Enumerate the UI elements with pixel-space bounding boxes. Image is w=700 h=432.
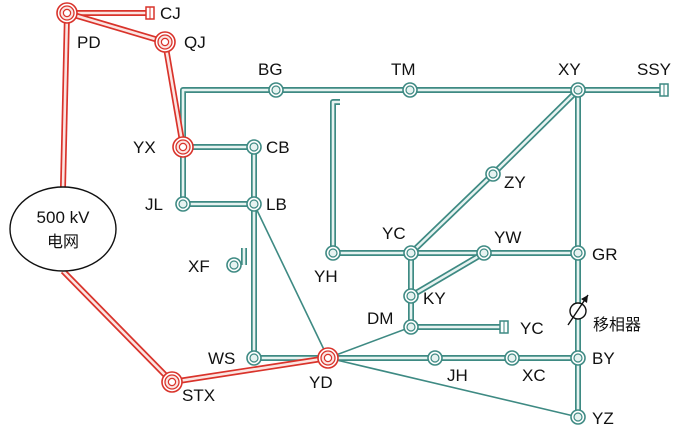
node-label-yc2: YC [520, 319, 544, 338]
grid-line-0 [180, 87, 276, 147]
node-label-xy: XY [558, 60, 581, 79]
node-jl[interactable] [175, 196, 191, 212]
grid-source-ellipse: 500 kV 电网 [9, 186, 117, 272]
substation-nodes [56, 2, 669, 425]
phase-shifter-device [567, 294, 589, 326]
node-ws[interactable] [246, 350, 262, 366]
node-ky[interactable] [403, 288, 419, 304]
node-lb[interactable] [246, 196, 262, 212]
node-label-yz: YZ [592, 409, 614, 428]
node-yz[interactable] [570, 409, 586, 425]
node-label-jl: JL [145, 195, 163, 214]
node-pd[interactable] [56, 2, 78, 24]
node-label-xf: XF [188, 257, 210, 276]
node-label-lb: LB [266, 195, 287, 214]
node-label-stx: STX [182, 386, 215, 405]
node-yc2[interactable] [499, 320, 509, 334]
node-gr[interactable] [570, 245, 586, 261]
grid-line-16 [490, 87, 581, 177]
node-qj[interactable] [154, 31, 176, 53]
node-zy[interactable] [485, 166, 501, 182]
node-label-gr: GR [592, 245, 618, 264]
source-line-3 [60, 12, 70, 188]
node-jh[interactable] [427, 350, 443, 366]
node-label-xc: XC [522, 366, 546, 385]
node-bg[interactable] [268, 82, 284, 98]
node-label-ky: KY [423, 289, 446, 308]
node-label-bg: BG [258, 60, 283, 79]
node-yd[interactable] [317, 347, 339, 369]
grid-source-line2: 电网 [47, 232, 79, 251]
node-cb[interactable] [246, 139, 262, 155]
node-cj[interactable] [145, 6, 155, 20]
node-label-ssy: SSY [637, 60, 671, 79]
node-dm[interactable] [403, 319, 419, 335]
node-label-tm: TM [391, 60, 416, 79]
phase-shifter-label: 移相器 [593, 315, 641, 334]
grid-line-4 [330, 99, 340, 253]
node-label-yx: YX [133, 138, 156, 157]
node-xf[interactable] [226, 257, 242, 273]
node-tm[interactable] [402, 82, 418, 98]
node-label-cb: CB [266, 138, 290, 157]
node-label-by: BY [592, 349, 615, 368]
transmission-lines [60, 10, 664, 418]
grid-thin-line-1 [327, 326, 412, 359]
source-line-2 [162, 41, 186, 148]
node-by[interactable] [570, 350, 586, 366]
node-yw[interactable] [476, 245, 492, 261]
node-label-ws: WS [208, 349, 235, 368]
node-label-dm: DM [367, 309, 393, 328]
node-yh[interactable] [325, 245, 341, 261]
grid-source-line1: 500 kV [37, 208, 91, 227]
node-label-zy: ZY [504, 173, 526, 192]
node-label-yd: YD [309, 373, 333, 392]
node-ssy[interactable] [659, 83, 669, 97]
grid-line-21 [409, 250, 486, 299]
node-labels: CJ PD QJ BG TM XY SSY YX CB ZY JL LB XF YC YW GR YH KY DM Y… [77, 4, 671, 428]
phase-shifter-arrowhead [581, 295, 588, 303]
node-label-yc: YC [382, 224, 406, 243]
node-stx[interactable] [161, 371, 183, 393]
source-line-5 [171, 355, 329, 385]
source-line-4 [60, 268, 175, 385]
source-line-1 [66, 10, 166, 45]
node-label-pd: PD [77, 33, 101, 52]
node-label-yh: YH [314, 267, 338, 286]
node-label-cj: CJ [160, 4, 181, 23]
node-label-jh: JH [447, 366, 468, 385]
node-yx[interactable] [172, 136, 194, 158]
grid-thin-line-2 [327, 357, 579, 418]
grid-line-15 [408, 171, 496, 256]
node-xy[interactable] [570, 82, 586, 98]
node-label-yw: YW [494, 228, 521, 247]
node-yc[interactable] [403, 245, 419, 261]
grid-thin-line-0 [253, 203, 329, 359]
node-xc[interactable] [504, 350, 520, 366]
node-label-qj: QJ [184, 33, 206, 52]
